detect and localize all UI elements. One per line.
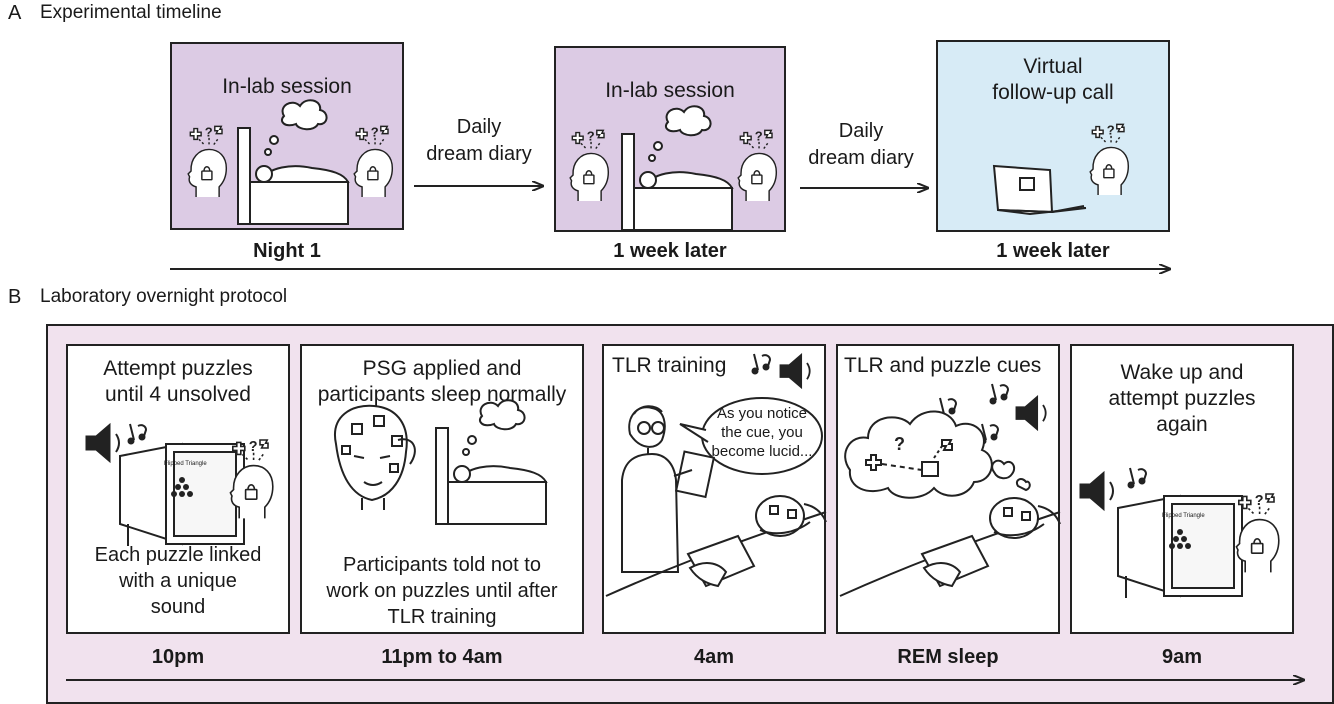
protocol-panel-sleep: PSG applied and participants sleep norma… bbox=[300, 344, 584, 634]
panel-bottom-text: Each puzzle linked with a unique sound bbox=[94, 544, 262, 618]
speech-bubble bbox=[679, 397, 823, 475]
face-with-electrodes-icon bbox=[334, 404, 416, 510]
protocol-label-sleep: 11pm to 4am bbox=[381, 646, 503, 668]
tlr-training-illustration bbox=[605, 353, 827, 597]
screen-text: Flipped Triangle bbox=[164, 461, 207, 467]
timeline-label-week-2: 1 week later bbox=[996, 240, 1110, 262]
box-title: In-lab session bbox=[222, 75, 352, 98]
protocol-panel-10pm: Attempt puzzles until 4 unsolved Each pu… bbox=[66, 344, 290, 634]
svg-text:?: ? bbox=[894, 434, 905, 454]
panel-bottom-text: Participants told not to work on puzzles… bbox=[326, 554, 558, 628]
protocol-panel-9am: Wake up and attempt puzzles again bbox=[1070, 344, 1294, 634]
experimenter-icon bbox=[621, 405, 715, 573]
sleeping-participant-icon bbox=[686, 495, 827, 588]
psg-illustration bbox=[334, 399, 547, 525]
protocol-label-4am: 4am bbox=[693, 646, 735, 668]
pyramid-icon bbox=[171, 477, 193, 497]
screen-text: Flipped Triangle bbox=[1162, 513, 1205, 519]
rem-cues-illustration: ? bbox=[839, 383, 1061, 597]
arrow-label-diary: Daily dream diary bbox=[426, 116, 532, 165]
panel-title: TLR training bbox=[612, 354, 727, 377]
box-title: In-lab session bbox=[605, 79, 735, 102]
section-a-title: Experimental timeline bbox=[40, 2, 222, 23]
timeline-box-week-1: In-lab session bbox=[554, 46, 786, 232]
speech-text: As you notice the cue, you become lucid.… bbox=[711, 405, 813, 460]
panel-title: TLR and puzzle cues bbox=[844, 354, 1042, 377]
arrow-label-diary: Daily dream diary bbox=[808, 120, 914, 169]
box-title: Virtual follow-up call bbox=[992, 55, 1114, 104]
protocol-label-10pm: 10pm bbox=[151, 646, 205, 668]
panel-title: Attempt puzzles until 4 unsolved bbox=[103, 357, 253, 406]
section-b-title: Laboratory overnight protocol bbox=[40, 286, 288, 307]
puzzle-illustration bbox=[85, 423, 274, 547]
timeline-box-virtual: Virtual follow-up call bbox=[936, 40, 1170, 232]
pyramid-icon bbox=[1169, 529, 1191, 549]
panel-title: Wake up and attempt puzzles again bbox=[1108, 361, 1256, 436]
section-a-letter: A bbox=[8, 2, 22, 24]
protocol-panel-rem: TLR and puzzle cues ? bbox=[836, 344, 1061, 634]
protocol-label-rem: REM sleep bbox=[897, 646, 999, 668]
timeline-box-night-1: In-lab session bbox=[170, 42, 404, 230]
timeline-label-week-1: 1 week later bbox=[613, 240, 727, 262]
protocol-label-9am: 9am bbox=[1161, 646, 1203, 668]
laptop-icon bbox=[992, 164, 1087, 216]
dream-cloud-icon: ? bbox=[844, 410, 993, 499]
protocol-panel-tlr-training: TLR training As you notice the cue, bbox=[602, 344, 827, 634]
virtual-call-illustration bbox=[992, 121, 1130, 216]
timeline-label-night-1: Night 1 bbox=[253, 240, 321, 262]
sleeping-participant-icon bbox=[920, 497, 1061, 588]
wake-puzzle-illustration bbox=[1079, 467, 1280, 599]
section-b-letter: B bbox=[8, 286, 22, 308]
